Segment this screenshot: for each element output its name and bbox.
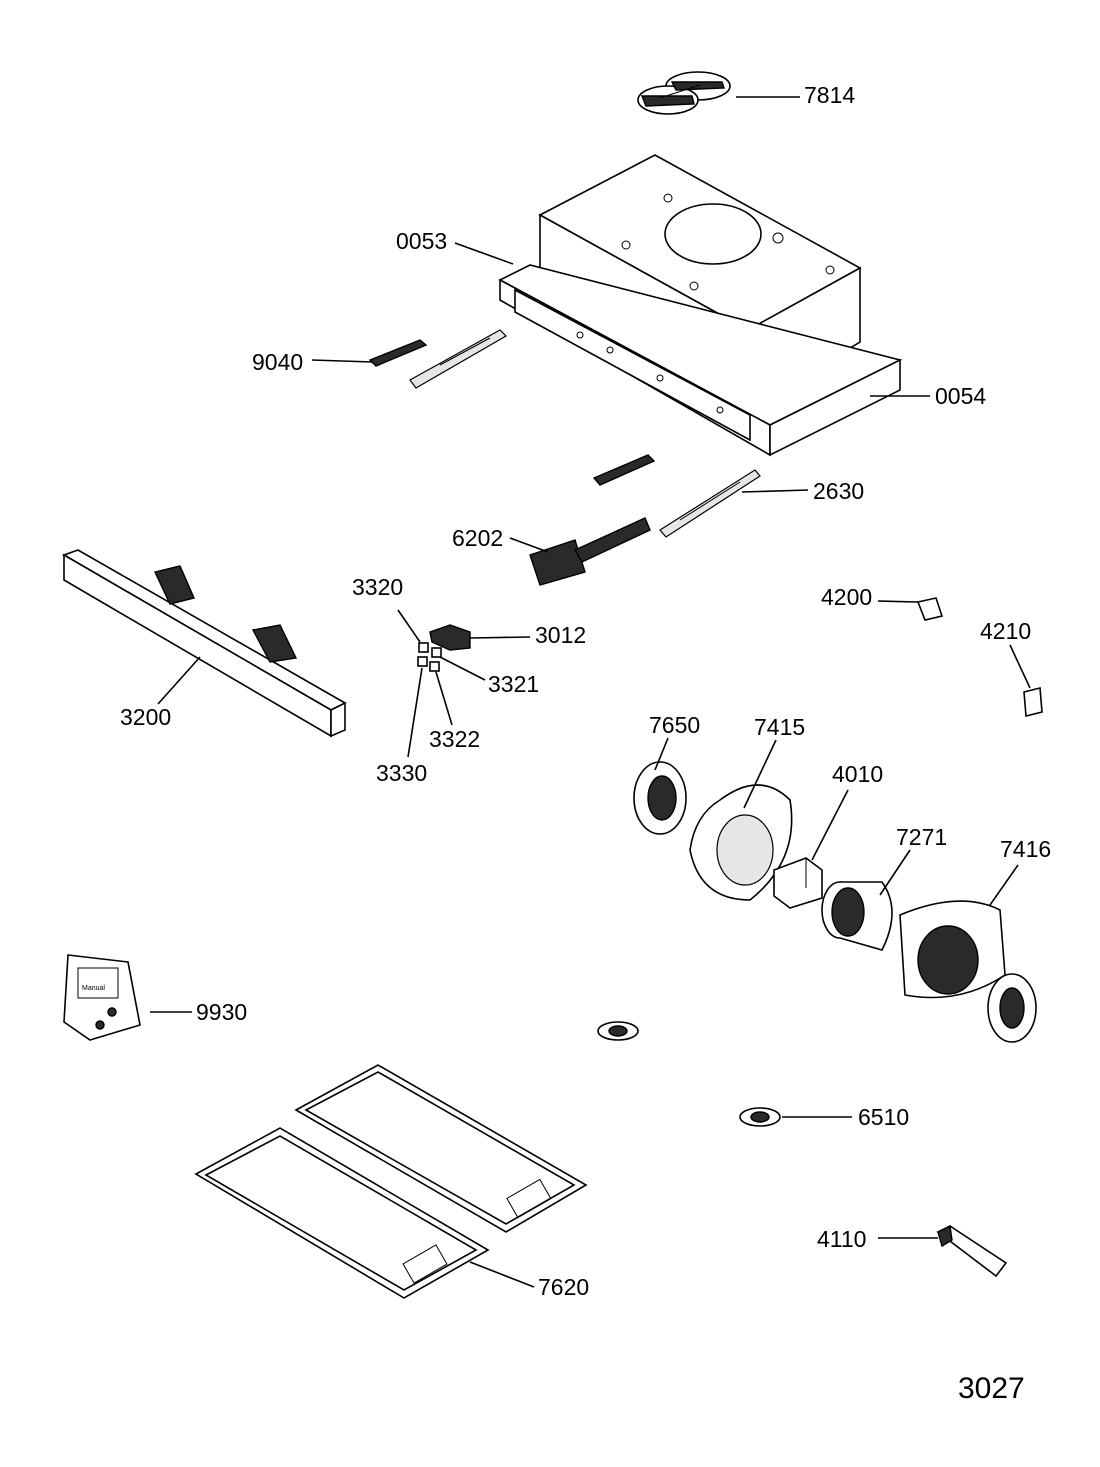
label-4110: 4110: [817, 1226, 866, 1252]
label-4010: 4010: [832, 761, 883, 787]
leader-7650: [654, 737, 669, 771]
leader-9040: [311, 359, 373, 363]
label-4200: 4200: [821, 584, 872, 610]
label-3330: 3330: [376, 760, 427, 786]
label-4210: 4210: [980, 618, 1031, 644]
manual-bag-text: Manual: [82, 985, 105, 992]
label-7620: 7620: [538, 1274, 589, 1300]
leader-3321: [439, 656, 486, 681]
part-3320-block: [418, 642, 429, 653]
part-9040-bracket: [368, 329, 507, 389]
label-3200: 3200: [120, 704, 171, 730]
label-7271: 7271: [896, 824, 947, 850]
part-3012-bracket: [429, 624, 471, 651]
label-7416: 7416: [1000, 836, 1051, 862]
leader-3320: [397, 609, 421, 643]
part-7416-blower-housing: [899, 900, 1006, 999]
label-2630: 2630: [813, 478, 864, 504]
sheet-number: 3027: [958, 1372, 1025, 1405]
part-4200-lamp: [916, 597, 944, 621]
part-4110-filter: [936, 1224, 1008, 1278]
label-9930: 9930: [196, 999, 247, 1025]
label-0053: 0053: [396, 228, 447, 254]
part-7814-vent-covers: [637, 71, 731, 115]
part-4010-motor: [773, 857, 823, 909]
part-3330-block: [417, 656, 428, 667]
leader-7416: [989, 864, 1019, 906]
label-9040: 9040: [252, 349, 303, 375]
leader-3322: [435, 671, 453, 726]
label-3322: 3322: [429, 726, 480, 752]
label-3012: 3012: [535, 622, 586, 648]
leader-3330: [407, 667, 423, 758]
leader-7620: [469, 1261, 535, 1288]
label-7650: 7650: [649, 712, 700, 738]
leader-7415: [743, 739, 777, 809]
leader-4010: [811, 789, 849, 861]
leader-2630: [741, 489, 809, 493]
part-7620-grease-filters: [194, 1064, 588, 1299]
label-0054: 0054: [935, 383, 986, 409]
label-6202: 6202: [452, 525, 503, 551]
label-3321: 3321: [488, 671, 539, 697]
leader-4200: [877, 600, 919, 603]
part-bracket-lower: [592, 454, 656, 486]
label-3320: 3320: [352, 574, 403, 600]
part-2630-slide-rail: [659, 469, 761, 538]
label-7814: 7814: [804, 82, 855, 108]
part-7650-grille: [633, 761, 687, 835]
leader-6202: [509, 537, 549, 553]
leader-7271: [879, 849, 911, 896]
part-7415-blower-housing: [689, 784, 793, 901]
part-0054-frame: [498, 264, 903, 457]
leader-3200: [157, 656, 201, 705]
part-3322-block: [429, 661, 440, 672]
leader-0053: [454, 242, 514, 265]
part-grille-right: [987, 973, 1037, 1043]
part-3200-front-bar: [62, 549, 347, 738]
label-6510: 6510: [858, 1104, 909, 1130]
part-6510-grommet: [597, 1021, 781, 1127]
leader-4210: [1009, 644, 1031, 689]
part-4210-lamp-holder: [1023, 686, 1043, 718]
leader-3012: [469, 636, 531, 639]
part-7271-impeller: [821, 881, 893, 951]
part-3321-block: [431, 647, 442, 658]
part-9930-accessory-bag: Manual: [63, 954, 141, 1041]
label-7415: 7415: [754, 714, 805, 740]
